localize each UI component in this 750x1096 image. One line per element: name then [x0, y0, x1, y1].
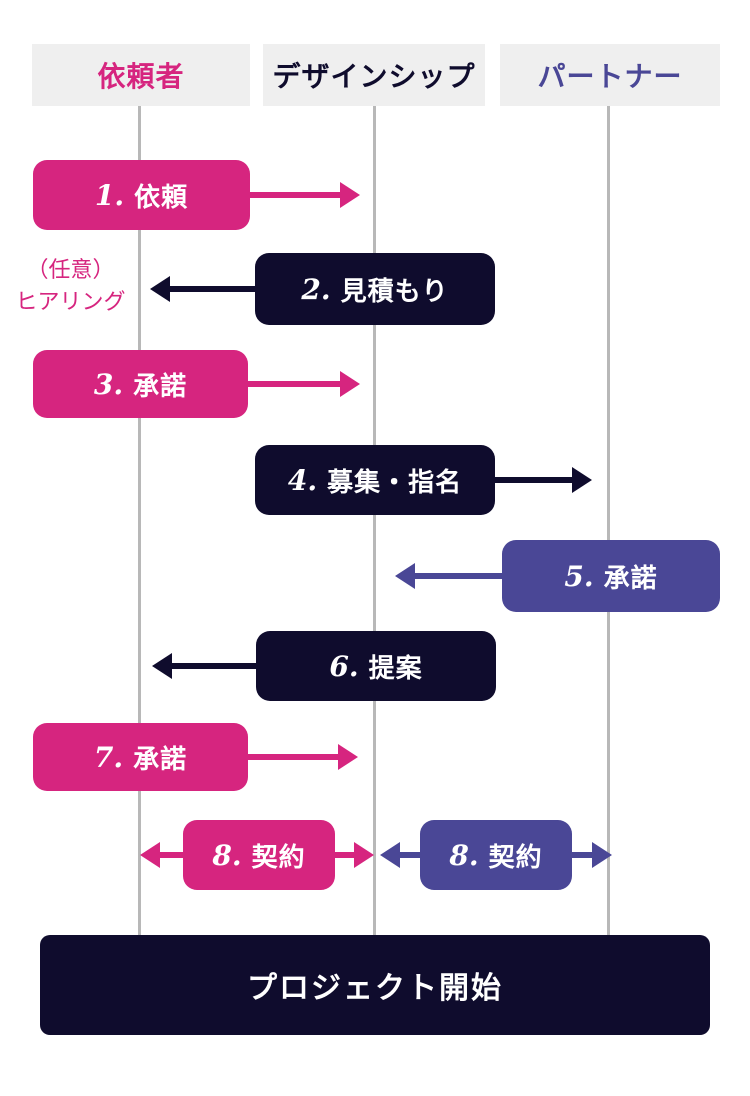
step-number: 7. [93, 740, 124, 774]
arrow-shaft [248, 754, 344, 760]
step-box-3-accept: 3. 承諾 [33, 350, 248, 418]
arrow-shaft [572, 852, 598, 858]
arrow-head-icon [152, 653, 172, 679]
arrow-head-icon [340, 182, 360, 208]
arrow-head-icon [592, 842, 612, 868]
arrow-shaft [250, 192, 346, 198]
step-box-5-accept: 5. 承諾 [502, 540, 720, 612]
step-box-8-contract-client: 8. 契約 [183, 820, 335, 890]
step-number: 8. [449, 838, 479, 872]
step-number: 1. [94, 178, 125, 212]
step-label: 募集・指名 [327, 466, 463, 497]
arrow-step-7-right [248, 744, 358, 770]
arrow-head-icon [340, 371, 360, 397]
note-optional-hearing: （任意） ヒアリング [8, 254, 133, 318]
arrow-step-8a-right [335, 842, 374, 868]
step-box-1-request: 1. 依頼 [33, 160, 250, 230]
actor-label-partner: パートナー [537, 61, 683, 92]
arrow-step-8a-left [140, 842, 183, 868]
footer-label: プロジェクト開始 [247, 972, 503, 1005]
arrow-shaft [164, 286, 255, 292]
actor-label-designship: デザインシップ [272, 61, 476, 92]
arrow-head-icon [354, 842, 374, 868]
actor-header-client: 依頼者 [32, 44, 250, 106]
step-box-4-recruit: 4. 募集・指名 [255, 445, 495, 515]
arrow-head-icon [338, 744, 358, 770]
arrow-step-4-right [495, 467, 592, 493]
arrow-head-icon [380, 842, 400, 868]
arrow-step-1-right [250, 182, 360, 208]
step-number: 4. [287, 463, 318, 497]
arrow-shaft [335, 852, 360, 858]
arrow-step-8b-right [572, 842, 612, 868]
arrow-step-3-right [248, 371, 360, 397]
step-label: 見積もり [340, 275, 449, 306]
actor-header-partner: パートナー [500, 44, 720, 106]
arrow-shaft [248, 381, 346, 387]
lifeline-partner [607, 106, 610, 935]
step-number: 3. [93, 367, 124, 401]
step-number: 8. [212, 838, 242, 872]
arrow-head-icon [140, 842, 160, 868]
arrow-shaft [394, 852, 420, 858]
lifeline-client [138, 106, 141, 935]
step-box-6-proposal: 6. 提案 [256, 631, 496, 701]
arrow-step-8b-left [380, 842, 420, 868]
step-box-7-accept: 7. 承諾 [33, 723, 248, 791]
arrow-step-2-left [150, 276, 255, 302]
arrow-shaft [495, 477, 578, 483]
lifeline-designship [373, 106, 376, 935]
step-label: 承諾 [133, 743, 188, 774]
arrow-step-5-left [395, 563, 502, 589]
arrow-shaft [409, 573, 502, 579]
footer-project-start: プロジェクト開始 [40, 935, 710, 1035]
arrow-step-6-left [152, 653, 257, 679]
step-box-8-contract-partner: 8. 契約 [420, 820, 572, 890]
step-number: 2. [301, 272, 331, 306]
step-label: 契約 [251, 841, 306, 872]
step-label: 承諾 [603, 562, 658, 593]
actor-label-client: 依頼者 [97, 61, 185, 92]
step-label: 契約 [488, 841, 543, 872]
note-line-1: （任意） [26, 257, 115, 282]
arrow-head-icon [150, 276, 170, 302]
note-line-2: ヒアリング [15, 288, 126, 314]
step-number: 6. [329, 649, 359, 683]
step-label: 承諾 [133, 370, 188, 401]
arrow-head-icon [572, 467, 592, 493]
arrow-head-icon [395, 563, 415, 589]
arrow-shaft [166, 663, 257, 669]
arrow-shaft [154, 852, 183, 858]
step-box-2-estimate: 2. 見積もり [255, 253, 495, 325]
step-label: 提案 [368, 652, 423, 683]
actor-header-designship: デザインシップ [263, 44, 485, 106]
step-label: 依頼 [134, 181, 189, 212]
step-number: 5. [564, 559, 594, 593]
